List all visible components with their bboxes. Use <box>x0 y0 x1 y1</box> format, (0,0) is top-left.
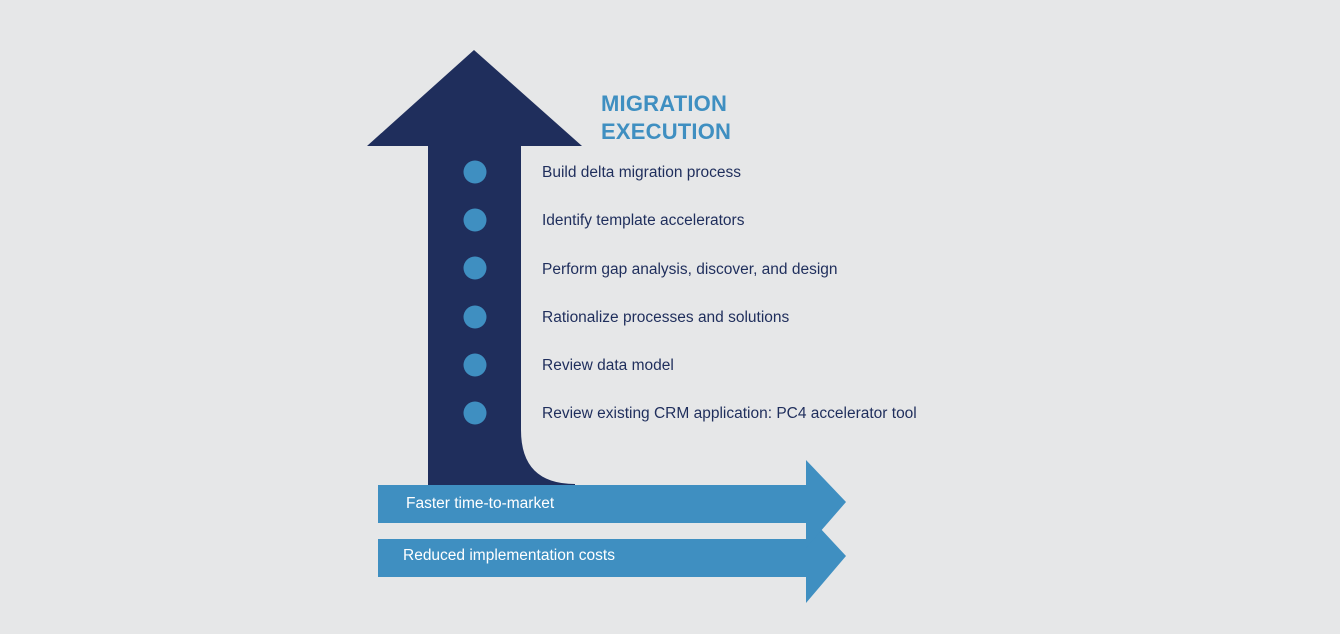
step-bullet-dot <box>463 305 487 329</box>
step-label-gap-analysis: Perform gap analysis, discover, and desi… <box>542 261 838 278</box>
step-label-data-model: Review data model <box>542 357 674 374</box>
step-label-rationalize: Rationalize processes and solutions <box>542 309 790 326</box>
benefit-label-costs: Reduced implementation costs <box>403 547 615 564</box>
step-bullet-dot <box>463 208 487 232</box>
step-label-template-accelerators: Identify template accelerators <box>542 212 745 229</box>
step-bullet-dot <box>463 401 487 425</box>
benefit-arrow-shape-1 <box>378 460 846 548</box>
title-line-1: MIGRATION <box>601 91 728 116</box>
step-bullet-dot <box>463 256 487 280</box>
benefit-label-time-to-market: Faster time-to-market <box>406 495 555 512</box>
benefit-arrow-shape-2 <box>378 513 846 603</box>
step-label-crm-review: Review existing CRM application: PC4 acc… <box>542 405 917 422</box>
step-label-delta-migration: Build delta migration process <box>542 164 742 181</box>
step-bullet-dot <box>463 160 487 184</box>
step-bullet-dot <box>463 353 487 377</box>
title-line-2: EXECUTION <box>601 119 732 144</box>
